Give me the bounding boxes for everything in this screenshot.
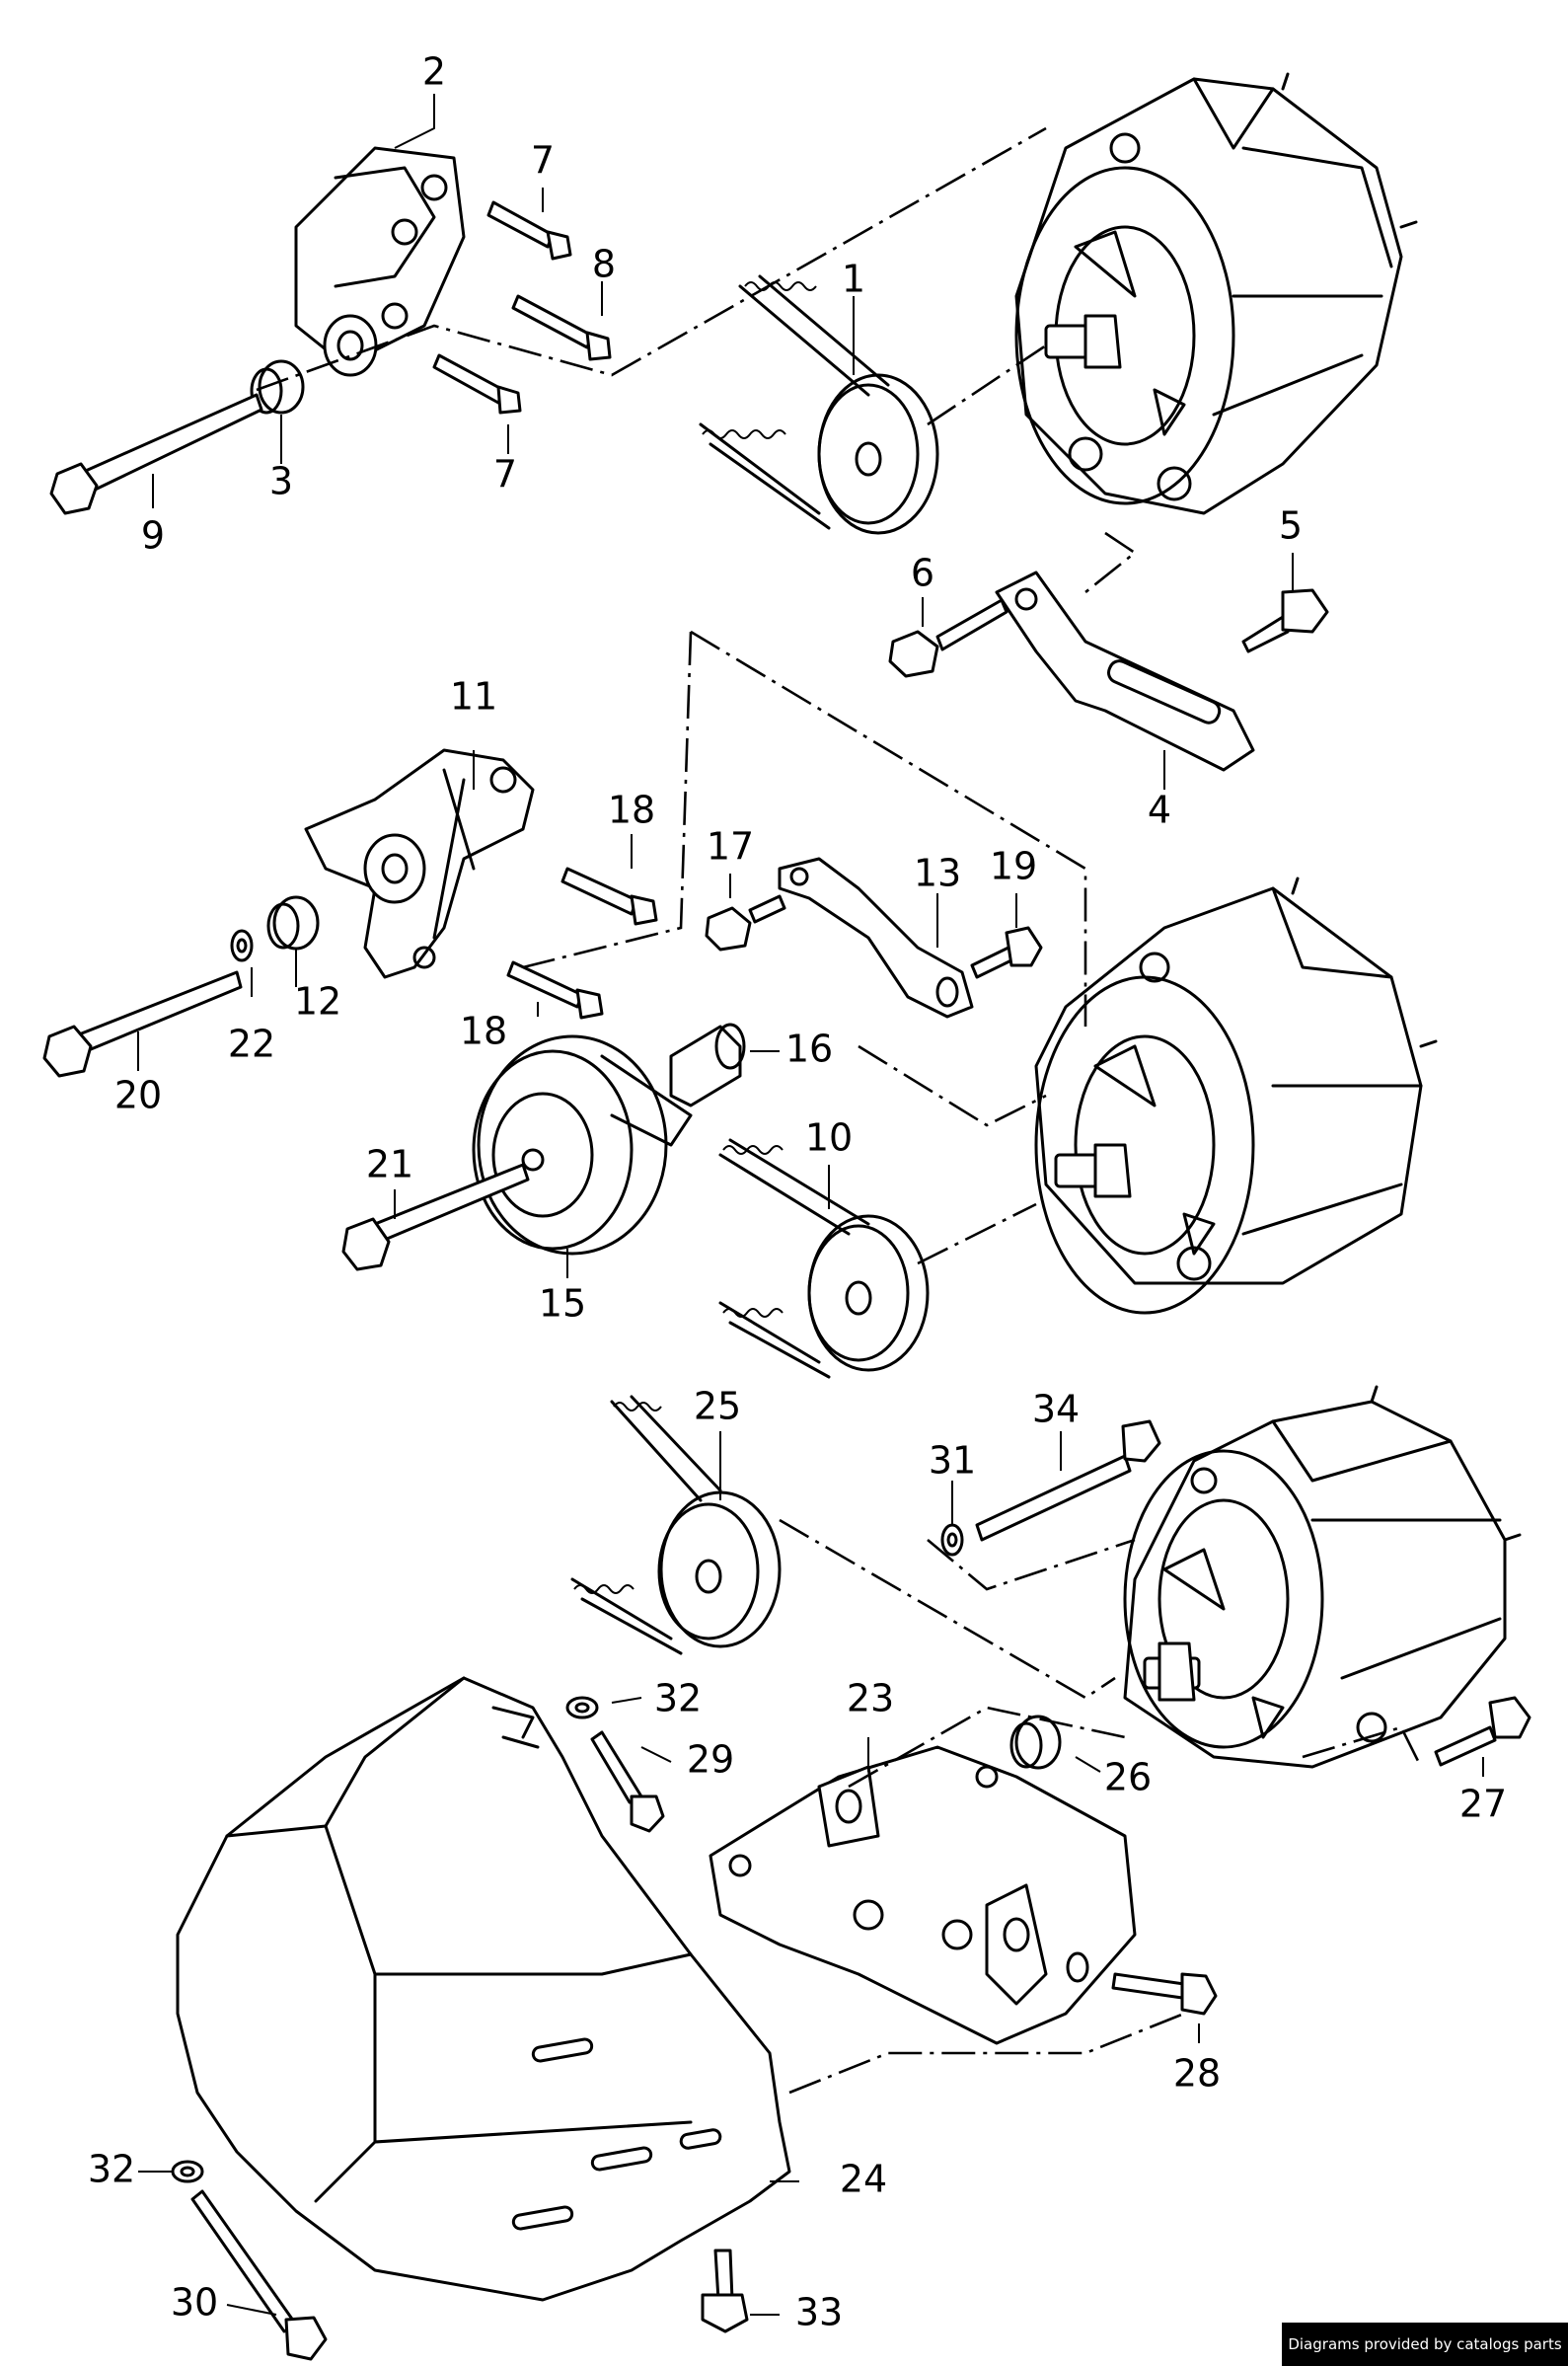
callout-26: 26 xyxy=(1104,1756,1152,1799)
callout-30: 30 xyxy=(171,2281,218,2325)
leader-lines xyxy=(137,94,1484,2316)
alternator-top xyxy=(1014,72,1418,515)
callout-labels: 1 2 3 4 5 6 7 8 7 9 10 11 12 13 15 16 17… xyxy=(88,50,1507,2334)
bolt-19 xyxy=(970,926,1043,979)
spacer-16 xyxy=(669,1023,746,1107)
bracket-23 xyxy=(709,1745,1137,2045)
bolt-20 xyxy=(42,970,243,1078)
provider-credit-badge: Diagrams provided by catalogs parts xyxy=(1282,2323,1568,2366)
alternator-bottom xyxy=(1123,1385,1522,1769)
ribbed-belt-1 xyxy=(699,274,890,530)
callout-3: 3 xyxy=(269,460,293,503)
callout-7-upper: 7 xyxy=(531,139,555,183)
heat-shield-24 xyxy=(176,1676,791,2302)
pulley-10 xyxy=(807,1214,930,1372)
callout-32-lower: 32 xyxy=(88,2148,135,2191)
callout-17: 17 xyxy=(707,825,754,869)
callout-11: 11 xyxy=(450,675,497,719)
bolt-18-upper xyxy=(560,867,658,926)
bracket-13 xyxy=(778,857,974,1019)
callout-18-lower: 18 xyxy=(460,1010,507,1053)
bolt-6 xyxy=(888,598,1008,678)
pulley-1 xyxy=(817,373,939,535)
callout-21: 21 xyxy=(366,1143,413,1186)
assembly-group-middle xyxy=(42,630,1438,1379)
callout-19: 19 xyxy=(990,845,1037,888)
callout-29: 29 xyxy=(687,1738,734,1782)
callout-1: 1 xyxy=(842,258,865,301)
alternator-middle xyxy=(1034,877,1438,1315)
callout-31: 31 xyxy=(929,1439,976,1483)
bolt-7-lower xyxy=(432,353,522,415)
callout-10: 10 xyxy=(805,1116,853,1160)
callout-13: 13 xyxy=(914,852,961,895)
callout-22: 22 xyxy=(228,1023,275,1066)
callout-5: 5 xyxy=(1279,504,1303,548)
bolt-17 xyxy=(705,894,786,952)
callout-23: 23 xyxy=(847,1677,894,1720)
bushing-26 xyxy=(1009,1715,1062,1770)
pulley-25 xyxy=(657,1490,782,1648)
callout-18-upper: 18 xyxy=(608,789,655,832)
bracket-2 xyxy=(294,146,466,377)
washer-22 xyxy=(230,929,254,962)
bolt-28 xyxy=(1066,1951,1218,2016)
callout-25: 25 xyxy=(694,1385,741,1428)
callout-2: 2 xyxy=(422,50,446,94)
provider-credit-text: Diagrams provided by catalogs parts xyxy=(1288,2335,1562,2353)
ribbed-belt-25 xyxy=(570,1395,722,1655)
callout-16: 16 xyxy=(785,1028,833,1071)
callout-28: 28 xyxy=(1173,2052,1221,2096)
callout-6: 6 xyxy=(911,552,934,595)
callout-8: 8 xyxy=(592,243,616,286)
bushing-12 xyxy=(266,895,320,951)
bolt-34 xyxy=(975,1419,1161,1542)
callout-4: 4 xyxy=(1148,789,1171,832)
bolt-30 xyxy=(190,2189,328,2361)
callout-12: 12 xyxy=(294,980,341,1024)
callout-24: 24 xyxy=(840,2158,887,2201)
washer-32-lower xyxy=(171,2160,204,2183)
screw-5 xyxy=(1241,588,1329,653)
assembly-group-top xyxy=(49,72,1418,772)
callout-20: 20 xyxy=(114,1074,162,1117)
callout-34: 34 xyxy=(1032,1388,1080,1431)
bushing-3 xyxy=(250,359,305,415)
bracket-4 xyxy=(995,571,1255,772)
bolt-9 xyxy=(49,393,263,515)
bolt-27 xyxy=(1434,1696,1531,1767)
callout-15: 15 xyxy=(539,1282,586,1326)
tensioner-pulley-15 xyxy=(472,1034,693,1256)
assembly-group-bottom xyxy=(171,1385,1531,2361)
callout-32-upper: 32 xyxy=(654,1677,702,1720)
bolt-21 xyxy=(341,1163,530,1271)
washer-31 xyxy=(940,1523,964,1557)
callout-9: 9 xyxy=(141,514,165,558)
bolt-8 xyxy=(511,294,612,361)
callout-27: 27 xyxy=(1459,1783,1507,1826)
callout-7-lower: 7 xyxy=(493,453,517,496)
bolt-29 xyxy=(590,1730,665,1833)
washer-32-upper xyxy=(565,1696,599,1719)
callout-33: 33 xyxy=(795,2291,843,2334)
bolt-18-lower xyxy=(506,960,604,1020)
bolt-33 xyxy=(701,2249,749,2333)
bolt-7-upper xyxy=(486,200,572,261)
bracket-11 xyxy=(304,748,535,979)
ribbed-belt-10 xyxy=(718,1138,870,1379)
